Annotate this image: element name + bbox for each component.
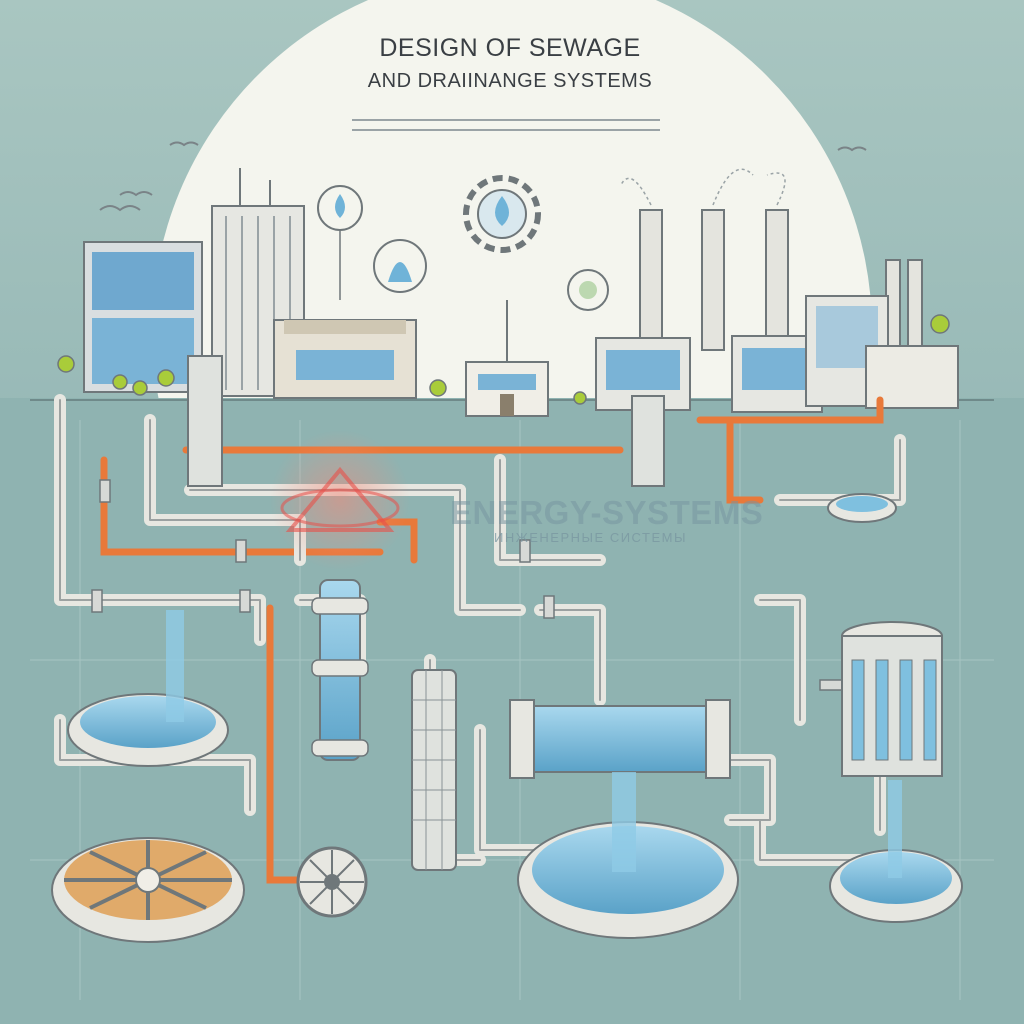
filter-column-blue xyxy=(312,580,368,760)
low-civic-building xyxy=(274,320,416,398)
recycle-icon xyxy=(568,270,608,310)
clarifier-left-bottom xyxy=(52,838,244,942)
glass-office-building xyxy=(84,242,202,392)
watermark-logo xyxy=(270,430,410,570)
fountain-icon xyxy=(374,240,426,292)
gear-water-drop-icon xyxy=(466,178,538,250)
membrane-filter-unit xyxy=(510,700,730,778)
cylindrical-reactor xyxy=(842,622,942,776)
watermark-brand: ENERGY-SYSTEMS xyxy=(450,494,763,532)
diagram-title-line1: DESIGN OF SEWAGE xyxy=(300,34,720,63)
diagram-title-line2: AND DRAIINANGE SYSTEMS xyxy=(300,70,720,93)
mesh-tank-column xyxy=(412,670,456,870)
basin-small-top-right xyxy=(828,494,896,522)
watermark-subtitle: ИНЖЕНЕРНЫЕ СИСТЕМЫ xyxy=(494,530,687,545)
pump-wheel xyxy=(298,848,366,916)
